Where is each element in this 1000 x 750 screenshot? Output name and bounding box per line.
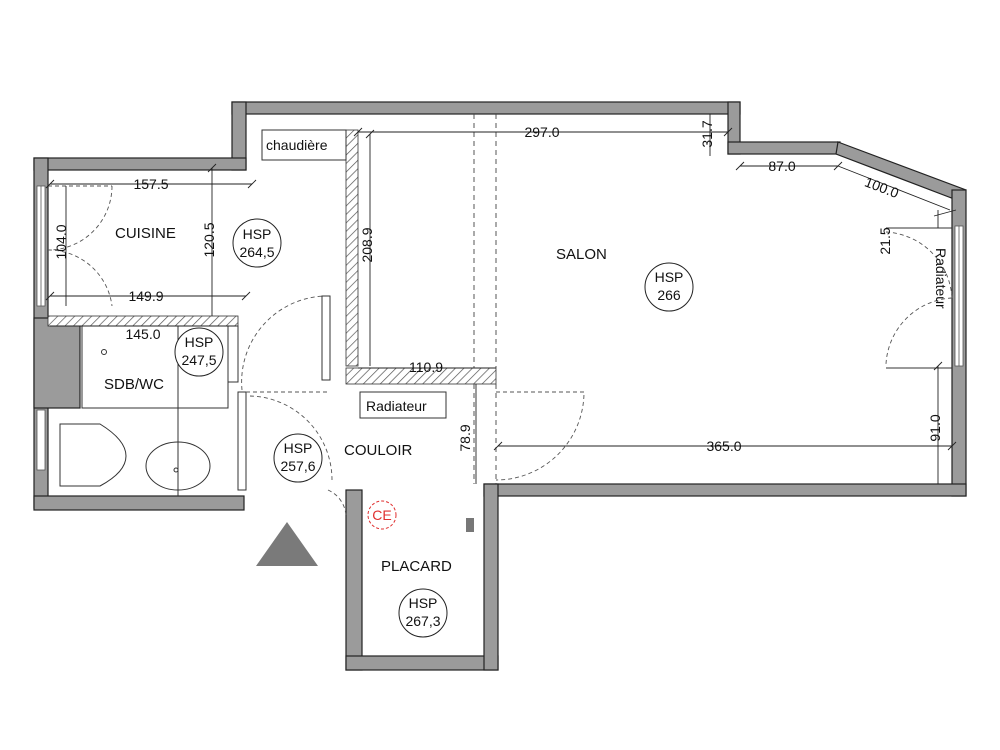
- hsp-marker-placard: HSP 267,3: [398, 588, 448, 638]
- dimension-145: 145.0: [125, 326, 160, 342]
- dimension-21-5: 21.5: [877, 227, 893, 254]
- room-label-cuisine: CUISINE: [115, 225, 176, 242]
- north-arrow-icon: [256, 522, 318, 566]
- svg-text:247,5: 247,5: [181, 352, 216, 368]
- interior-partitions: [47, 114, 497, 496]
- dimension-365: 365.0: [706, 438, 741, 454]
- svg-text:HSP: HSP: [409, 595, 438, 611]
- dimension-104: 104.0: [53, 224, 69, 259]
- dimension-208-9: 208.9: [359, 227, 375, 262]
- dimension-lines: [45, 114, 957, 484]
- radiateur-box: [359, 391, 447, 419]
- fixtures: [59, 349, 474, 532]
- dimension-100: 100.0: [863, 174, 902, 202]
- dimension-157-5: 157.5: [133, 176, 168, 192]
- hsp-marker-cuisine: HSP 264,5: [232, 218, 282, 268]
- svg-text:CE: CE: [372, 507, 391, 523]
- svg-text:HSP: HSP: [284, 440, 313, 456]
- room-label-placard: PLACARD: [381, 558, 452, 575]
- dimension-149-9: 149.9: [128, 288, 163, 304]
- dimension-78-9: 78.9: [457, 424, 473, 451]
- radiateur-couloir-label: Radiateur: [366, 398, 427, 414]
- hsp-marker-couloir: HSP 257,6: [273, 433, 323, 483]
- chaudiere-box: [261, 129, 347, 161]
- dimension-91: 91.0: [927, 414, 943, 441]
- svg-text:266: 266: [657, 287, 681, 303]
- dimension-87: 87.0: [768, 158, 795, 174]
- doors: [47, 185, 953, 566]
- dimension-120-5: 120.5: [201, 222, 217, 257]
- room-label-salon: SALON: [556, 246, 607, 263]
- hsp-marker-sdb: HSP 247,5: [174, 327, 224, 377]
- radiateur-salon-label: Radiateur: [933, 248, 949, 309]
- svg-text:HSP: HSP: [185, 334, 214, 350]
- dimension-110-9: 110.9: [409, 359, 443, 375]
- dimension-31-7: 31.7: [699, 120, 715, 147]
- svg-text:264,5: 264,5: [239, 244, 274, 260]
- windows: [36, 185, 964, 471]
- dimension-297: 297.0: [524, 124, 559, 140]
- svg-text:267,3: 267,3: [405, 613, 440, 629]
- svg-text:257,6: 257,6: [280, 458, 315, 474]
- ce-marker: CE: [367, 500, 397, 530]
- room-label-sdb: SDB/WC: [104, 376, 164, 393]
- svg-text:HSP: HSP: [243, 226, 272, 242]
- chaudiere-label: chaudière: [266, 137, 328, 153]
- svg-text:HSP: HSP: [655, 269, 684, 285]
- exterior-walls: [33, 101, 967, 671]
- hsp-marker-salon: HSP 266: [644, 262, 694, 312]
- room-label-couloir: COULOIR: [344, 442, 413, 459]
